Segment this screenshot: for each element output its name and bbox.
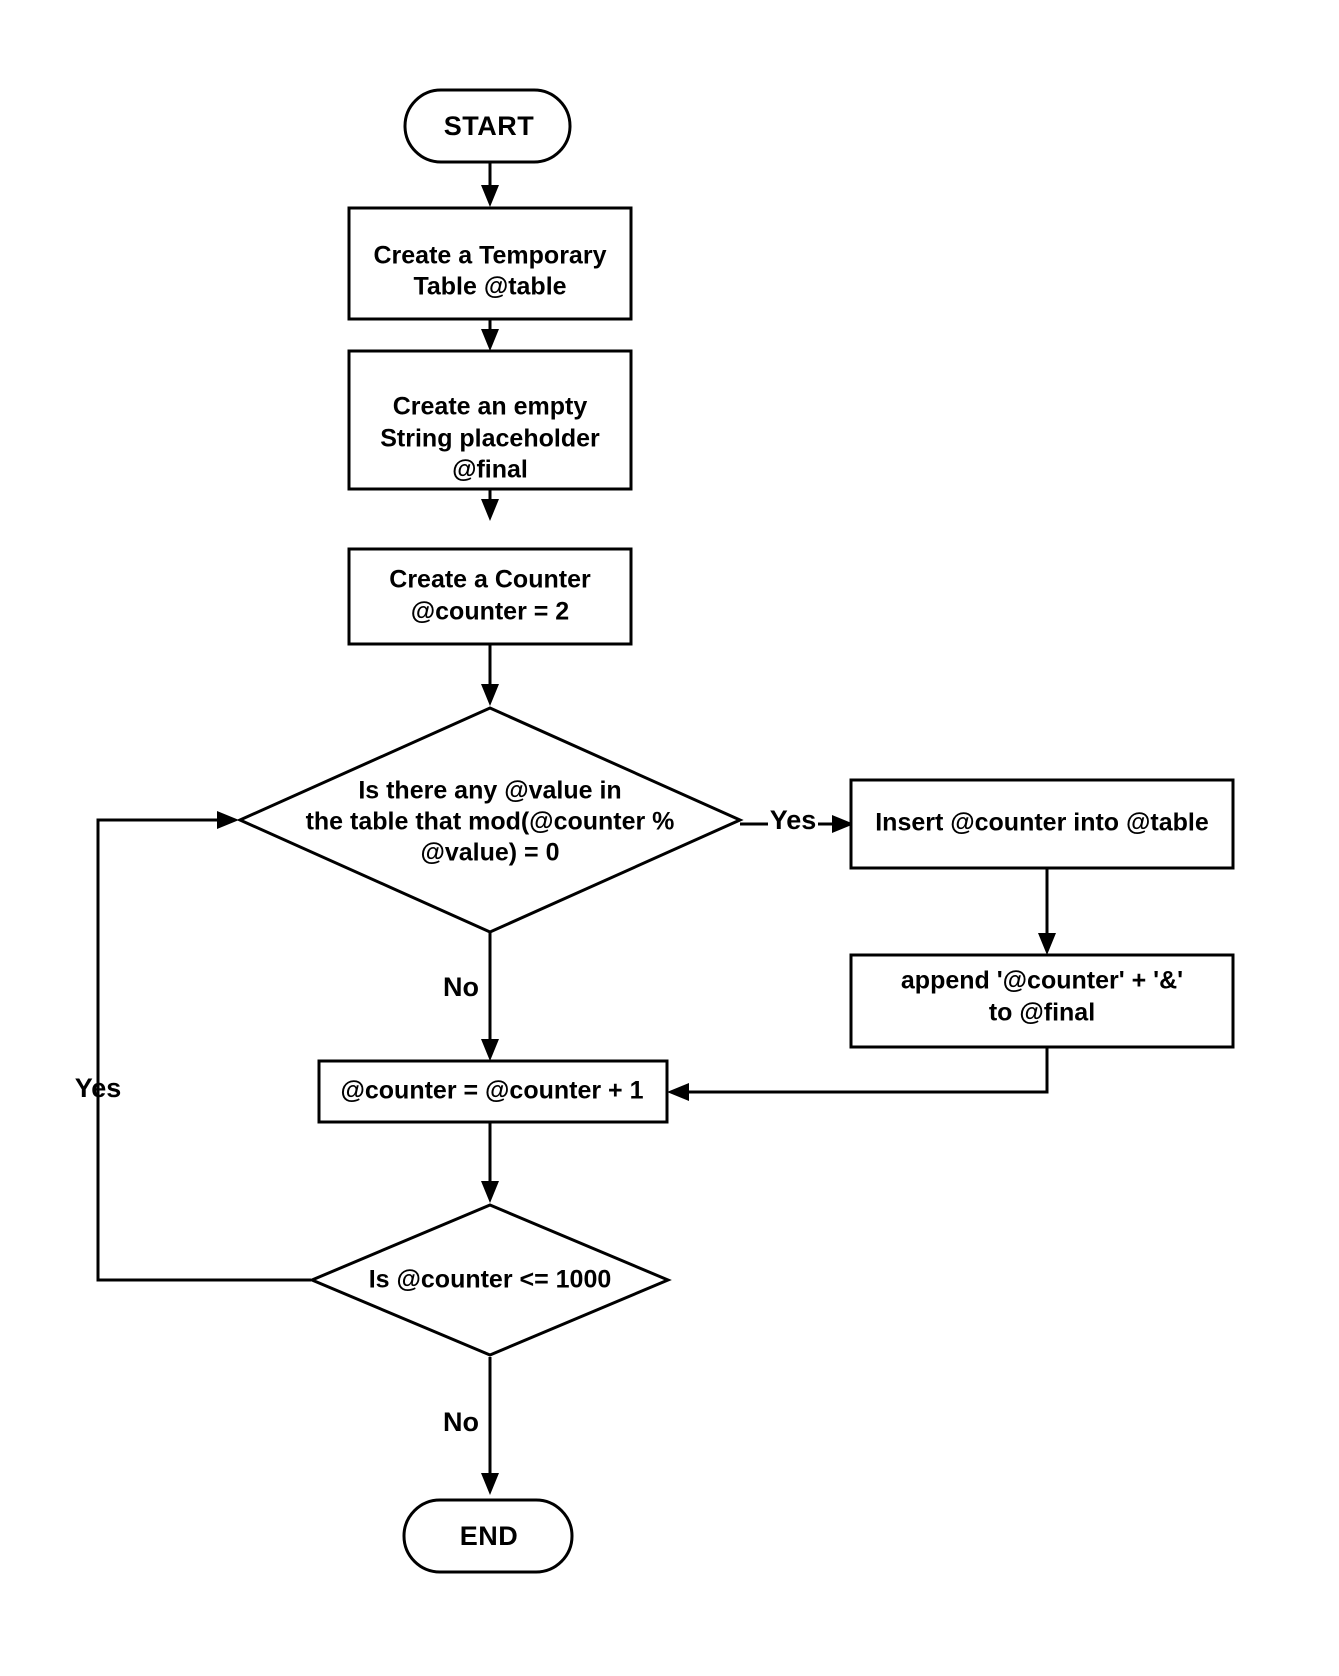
node-create-counter[interactable]: Create a Counter @counter = 2: [347, 547, 633, 646]
edge-create-table-to-create-string: [481, 319, 499, 351]
edge-create-string-to-create-counter: [481, 489, 499, 521]
node-decision-mod[interactable]: Is there any @value in the table that mo…: [236, 706, 744, 934]
node-create-string-placeholder[interactable]: Create an empty String placeholder @fina…: [347, 349, 633, 491]
node-append-final[interactable]: append '@counter' + '&' to @final: [849, 953, 1235, 1049]
node-start[interactable]: START: [403, 88, 572, 164]
edge-increment-to-decision-limit: [481, 1122, 499, 1203]
node-create-string-line-1: Create an empty: [393, 393, 588, 421]
node-create-counter-line-1: Create a Counter: [389, 566, 591, 594]
edge-start-to-create-table: [481, 162, 499, 207]
edge-label-limit-no: No: [443, 1407, 479, 1437]
node-end-label: END: [460, 1521, 519, 1551]
node-create-counter-line-2: @counter = 2: [411, 598, 569, 626]
node-append-final-line-1: append '@counter' + '&': [901, 967, 1183, 995]
edge-create-counter-to-decision-mod: [481, 644, 499, 706]
node-increment-counter[interactable]: @counter = @counter + 1: [317, 1059, 669, 1124]
node-increment-counter-line-1: @counter = @counter + 1: [341, 1077, 644, 1105]
node-insert-counter[interactable]: Insert @counter into @table: [849, 778, 1235, 870]
edge-decision-mod-no-to-increment: [481, 924, 499, 1061]
node-create-temporary-table[interactable]: Create a Temporary Table @table: [347, 206, 633, 321]
edge-label-mod-yes: Yes: [770, 805, 817, 835]
node-create-string-line-2: String placeholder: [380, 425, 600, 453]
node-decision-mod-line-2: the table that mod(@counter %: [306, 808, 675, 836]
edge-decision-limit-no-to-end: [481, 1357, 499, 1495]
edge-insert-to-append: [1038, 868, 1056, 955]
node-decision-mod-line-1: Is there any @value in: [358, 777, 621, 805]
node-append-final-line-2: to @final: [989, 999, 1095, 1027]
node-decision-limit[interactable]: Is @counter <= 1000: [308, 1203, 672, 1357]
node-create-table-line-1: Create a Temporary: [374, 242, 607, 270]
node-decision-mod-line-3: @value) = 0: [420, 839, 559, 867]
edge-decision-mod-yes-to-insert: [740, 815, 854, 833]
node-insert-counter-line-1: Insert @counter into @table: [875, 809, 1209, 837]
edge-label-limit-yes: Yes: [75, 1073, 122, 1103]
node-create-string-line-3: @final: [452, 456, 528, 484]
node-end[interactable]: END: [402, 1498, 574, 1574]
node-decision-limit-line-1: Is @counter <= 1000: [369, 1266, 612, 1294]
edge-label-mod-no: No: [443, 972, 479, 1002]
node-create-table-line-2: Table @table: [413, 273, 566, 301]
node-start-label: START: [444, 111, 535, 141]
edge-append-to-increment: [667, 1047, 1049, 1101]
edge-decision-limit-yes-loopback: [96, 811, 311, 1282]
